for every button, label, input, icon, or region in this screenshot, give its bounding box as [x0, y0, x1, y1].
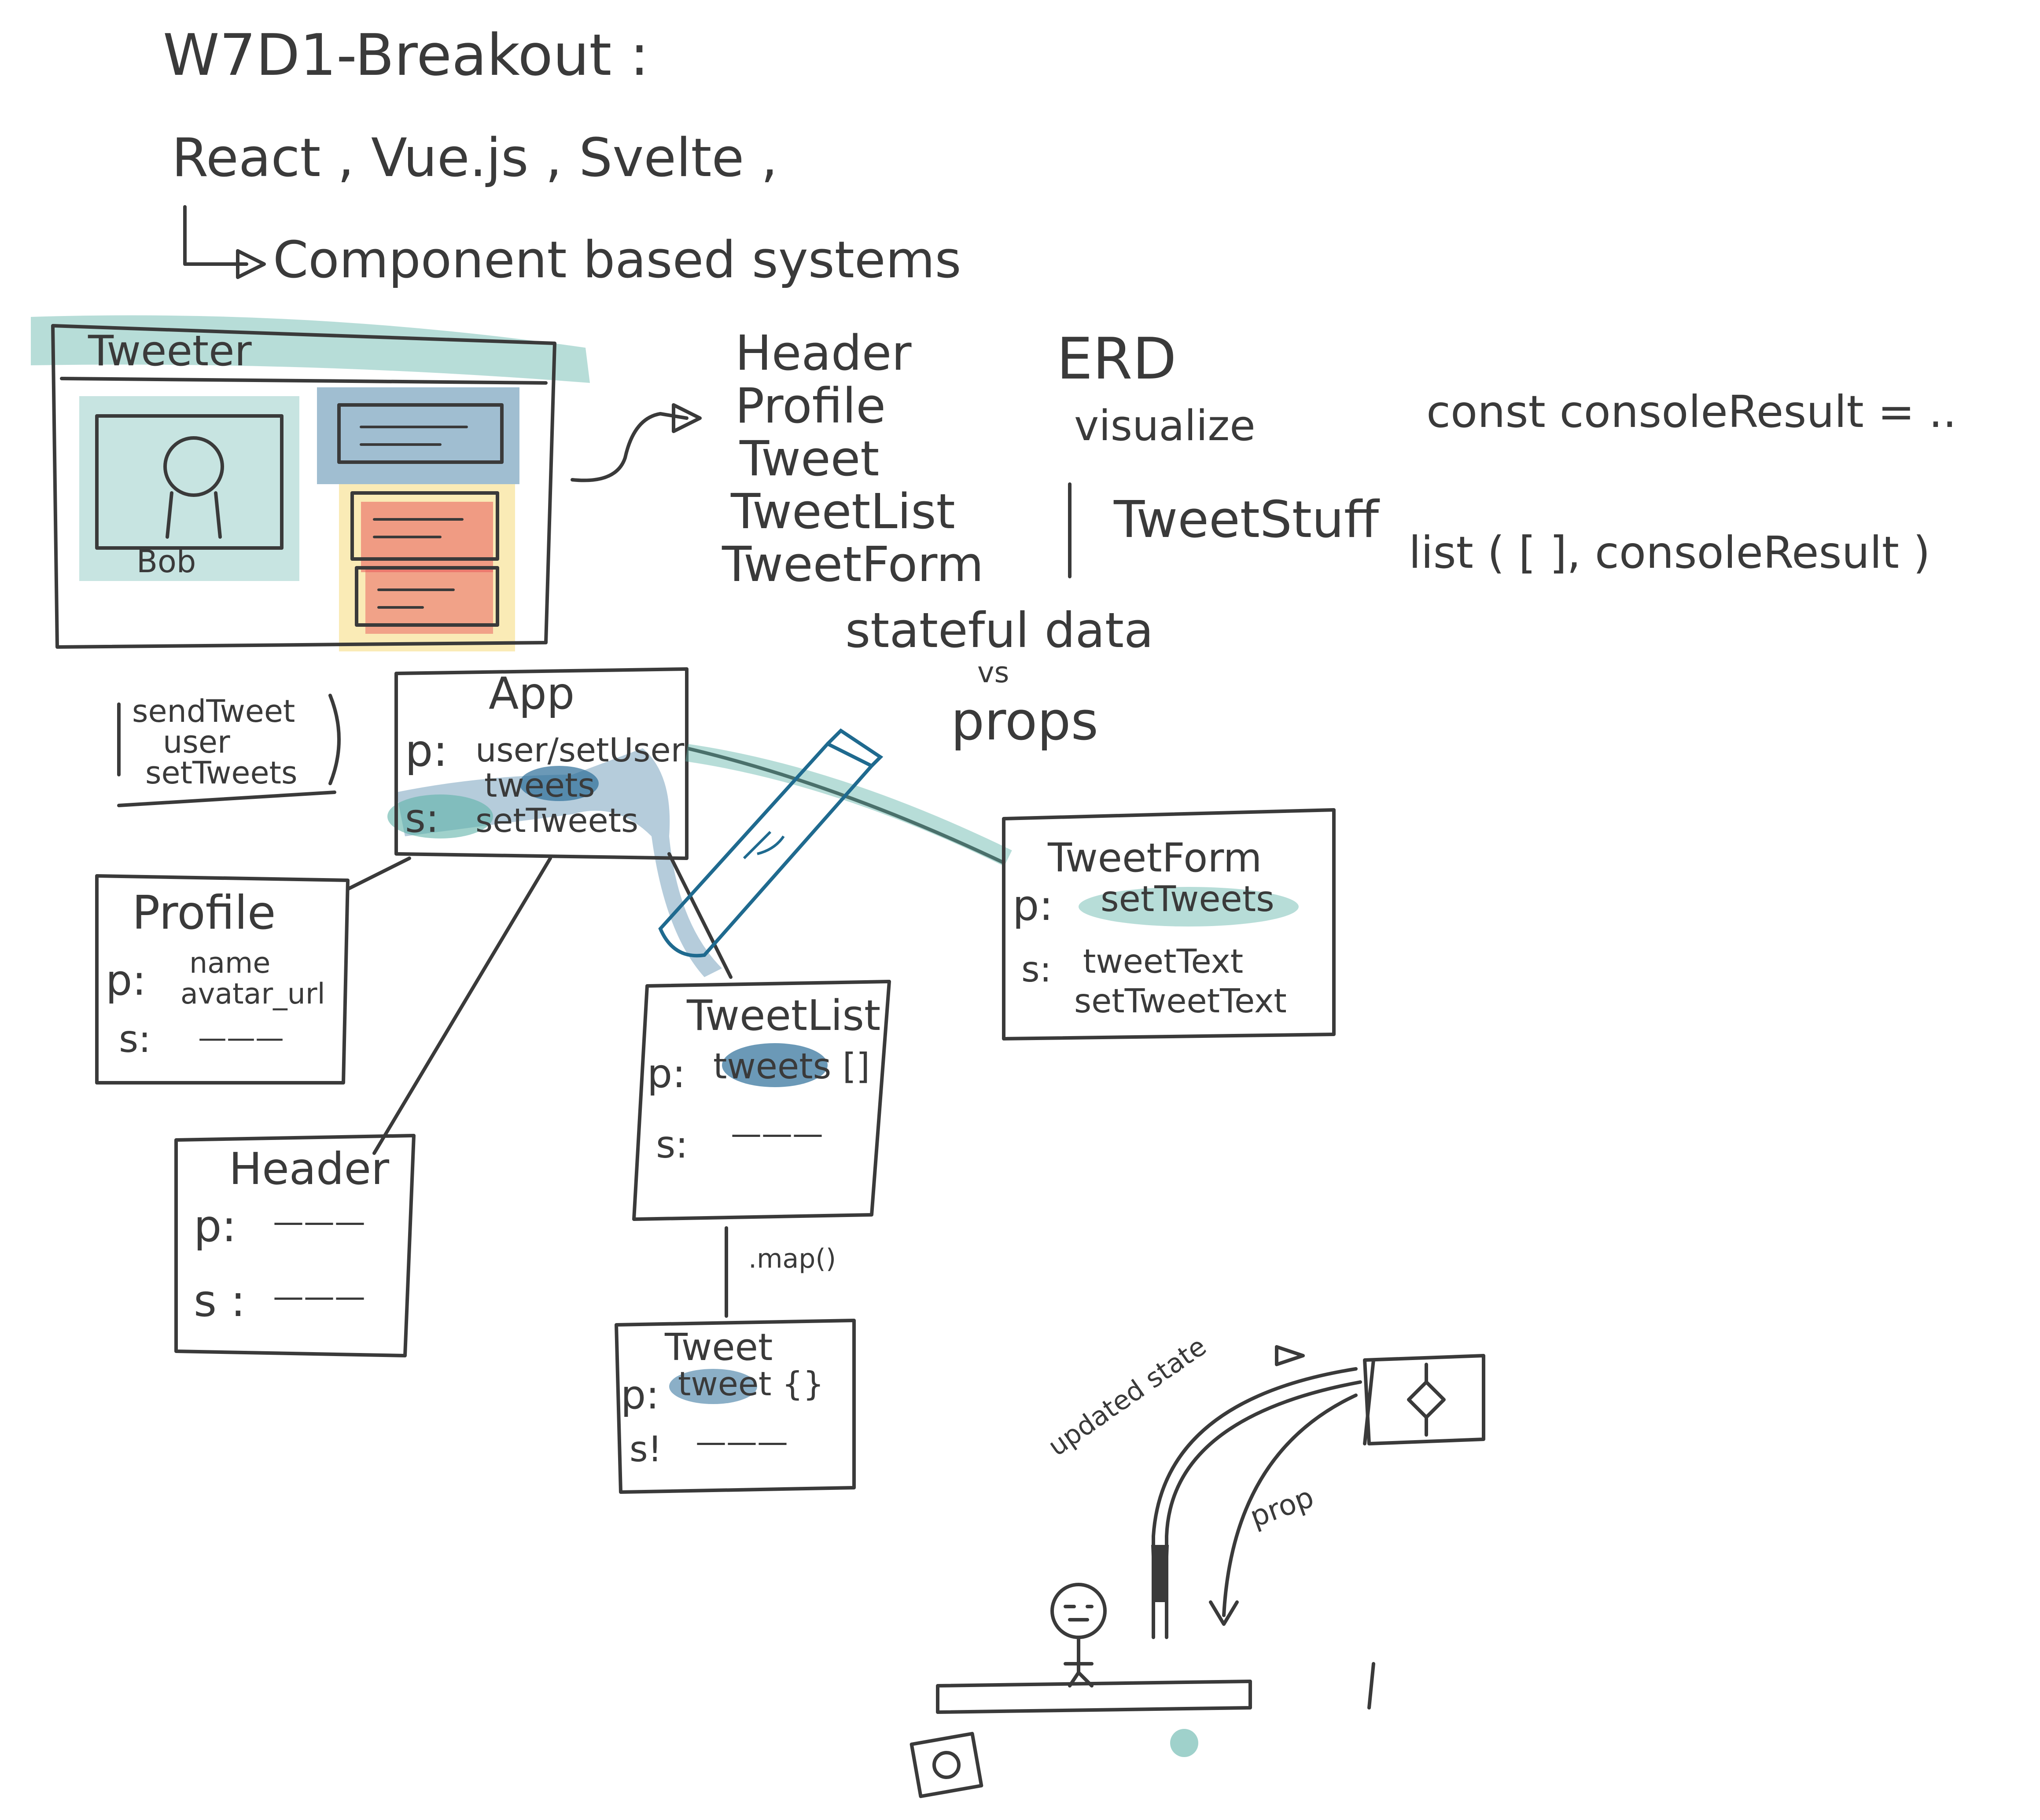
component-list: Header Profile Tweet TweetList TweetForm [722, 325, 984, 592]
component-list-item: Tweet [739, 430, 879, 487]
header-p-label: p: [194, 1200, 236, 1252]
tweetlist-p-label: p: [647, 1051, 685, 1097]
app-title: App [489, 668, 574, 719]
app-to-profile-connector [346, 857, 411, 891]
app-to-tweetform-connector [685, 746, 1005, 864]
wireframe-user-name: Bob [136, 544, 196, 580]
state-flow-sketch: updated state prop [910, 1331, 1485, 1798]
bird-frame [1363, 1354, 1485, 1445]
profile-p-value: avatar_url [180, 978, 325, 1011]
map-label: .map() [748, 1243, 836, 1274]
header-component: Header p: ——— s : ——— [174, 1134, 416, 1357]
profile-s-value: ——— [198, 1022, 284, 1055]
tweetlist-s-value: ——— [731, 1116, 823, 1152]
header-s-label: s : [194, 1275, 246, 1327]
tweet-p-label: p: [621, 1372, 659, 1418]
tweetform-title: TweetForm [1047, 835, 1262, 881]
profile-s-label: s: [119, 1018, 151, 1061]
tweet-s-value: ——— [696, 1424, 788, 1460]
platform-line [936, 1680, 1252, 1714]
app-s-value: tweets [484, 766, 595, 805]
tweet-stuff-note: TweetStuff [1113, 490, 1380, 549]
app-to-tweetlist-connector [667, 852, 733, 979]
send-tweet-item: sendTweet [132, 693, 295, 729]
profile-component: Profile p: name avatar_url s: ——— [95, 874, 350, 1085]
tweetform-s-value: tweetText [1083, 942, 1243, 981]
header-p-value: ——— [273, 1204, 365, 1240]
profile-p-value: name [189, 947, 270, 980]
component-list-item: Header [735, 325, 912, 381]
tweet-p-value: tweet {} [678, 1364, 824, 1403]
tweet-title: Tweet [664, 1326, 773, 1369]
send-tweet-note: sendTweet user setTweets [117, 693, 341, 807]
tweetlist-s-label: s: [656, 1123, 688, 1167]
vs-note: vs [977, 656, 1009, 689]
profile-title: Profile [132, 886, 276, 940]
app-s-value: setTweets [475, 801, 638, 840]
arrow-icon [571, 403, 702, 482]
tweetlist-title: TweetList [686, 992, 880, 1040]
send-tweet-item: user [163, 724, 230, 760]
frameworks-line: React , Vue.js , Svelte , [172, 128, 778, 189]
component-list-item: TweetForm [722, 536, 984, 592]
component-list-item: Profile [735, 378, 886, 434]
props-note: props [951, 691, 1098, 752]
stick-figure-head-icon [1050, 1583, 1107, 1639]
app-p-value: user/setUser [475, 731, 685, 769]
tweetform-s-value: setTweetText [1074, 982, 1287, 1020]
visualize-note: visualize [1074, 402, 1256, 450]
arrow-icon [183, 205, 266, 279]
board-title: W7D1-Breakout : [163, 22, 649, 88]
tweetform-component: TweetForm p: setTweets s: tweetText setT… [1002, 808, 1336, 1041]
tweeter-wireframe: Tweeter Bob [31, 315, 590, 651]
camera-icon [910, 1732, 983, 1798]
subtitle: Component based systems [273, 231, 961, 290]
tweetform-s-label: s: [1021, 949, 1052, 990]
app-p-label: p: [405, 725, 448, 776]
app-s-label: s: [405, 795, 439, 842]
tweet-component: Tweet p: tweet {} s! ——— [615, 1319, 856, 1494]
pencil-icon [658, 728, 884, 958]
header-s-value: ——— [273, 1279, 365, 1315]
wireframe-app-name: Tweeter [88, 327, 252, 375]
list-code-note: list ( [ ], consoleResult ) [1409, 527, 1930, 578]
tweet-s-label: s! [630, 1429, 662, 1470]
tweetlist-p-value: tweets [] [713, 1046, 870, 1087]
tweetlist-component: TweetList p: tweets [] s: ——— [632, 980, 891, 1221]
tweetform-p-value: setTweets [1101, 879, 1274, 919]
component-list-item: TweetList [730, 483, 955, 540]
app-component: App p: user/setUser s: tweets setTweets [387, 667, 722, 977]
updated-state-label: updated state [1042, 1331, 1212, 1463]
erd-note: ERD [1057, 325, 1177, 392]
prop-arrow [1209, 1393, 1358, 1626]
header-title: Header [229, 1143, 390, 1195]
const-code-note: const consoleResult = .. [1426, 386, 1957, 438]
bird-icon [1407, 1363, 1446, 1437]
app-to-header-connector [372, 857, 552, 1155]
stateful-note: stateful data [845, 602, 1153, 658]
send-tweet-item: setTweets [145, 755, 297, 791]
profile-p-label: p: [106, 956, 146, 1005]
updated-state-arc [1152, 1367, 1358, 1639]
tweetform-p-label: p: [1013, 882, 1053, 930]
